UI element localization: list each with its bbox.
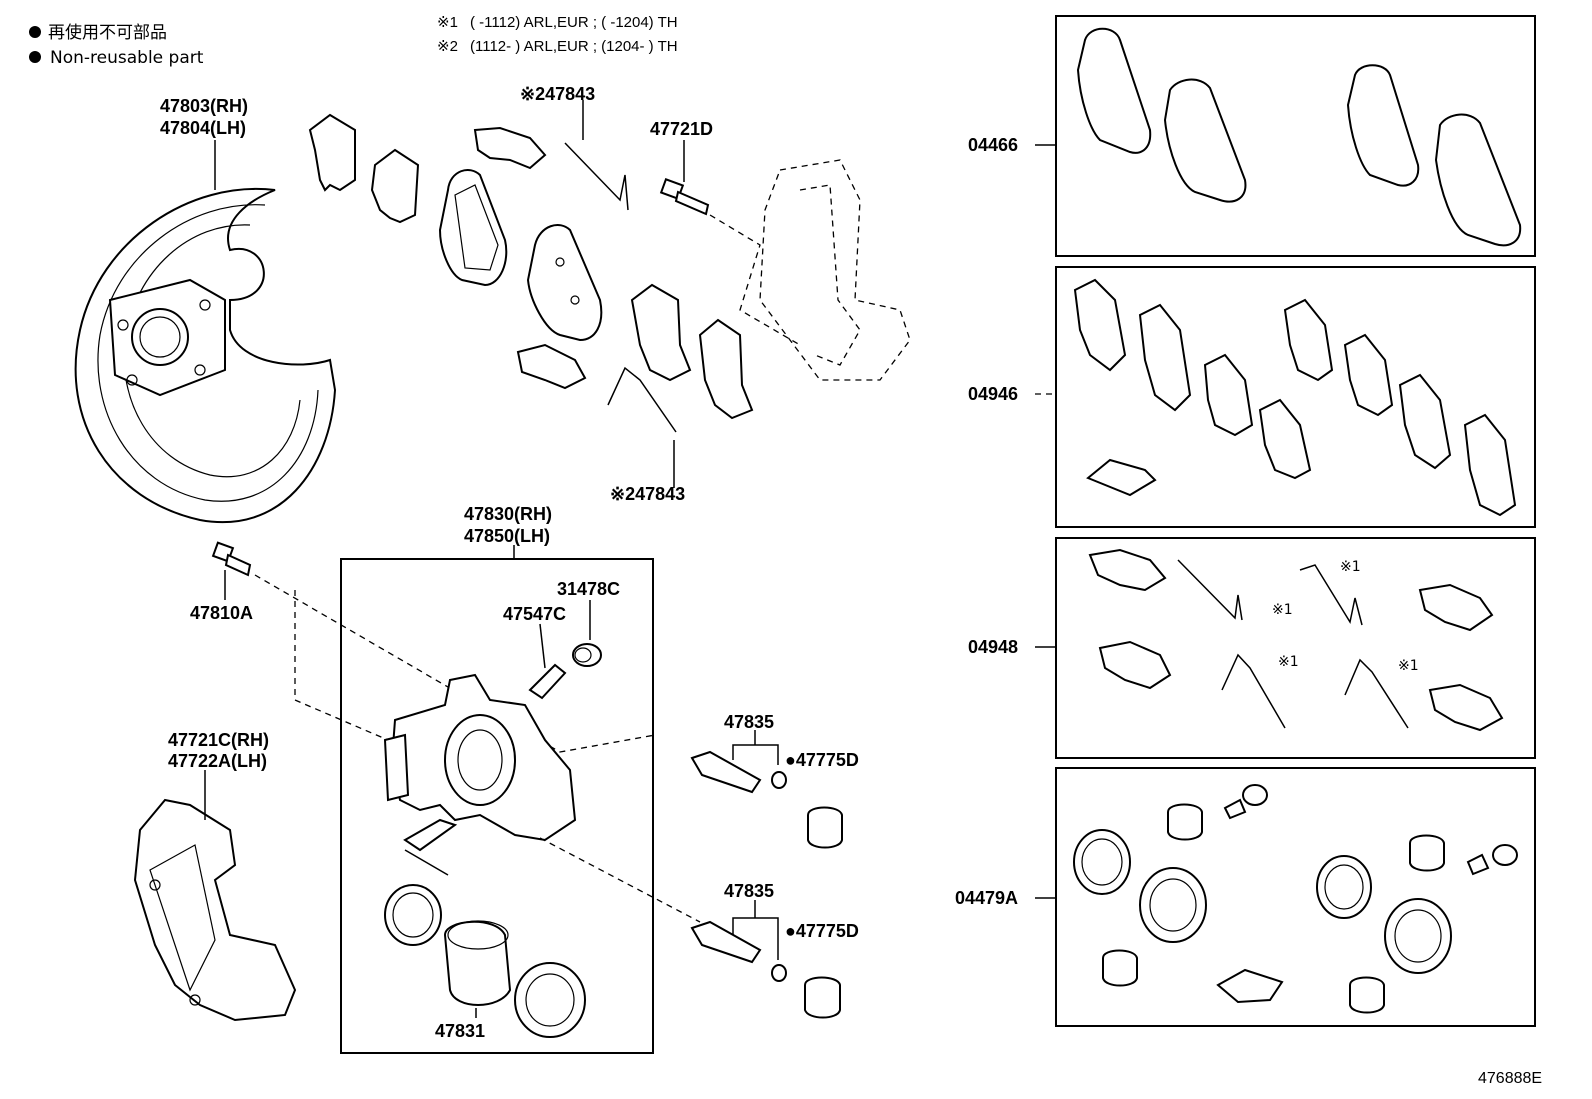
kit-marker-3: ※1 [1278, 654, 1299, 670]
label-47843-top: ※247843 [520, 84, 595, 104]
kit-box-04479a [1055, 767, 1536, 1027]
label-47547c: 47547C [503, 604, 566, 624]
kit-marker-1: ※1 [1272, 602, 1293, 618]
kit-code-04466: 04466 [968, 135, 1018, 155]
applicability-notes: ※1 ( -1112) ARL,EUR ; ( -1204) TH ※2 (11… [437, 14, 678, 55]
diagram-code: 476888E [1478, 1070, 1542, 1087]
legend-en-label: Non-reusable part [50, 48, 204, 68]
clip-and-spring-kit-04948 [1088, 548, 1504, 732]
piston-and-seals [384, 884, 586, 1038]
kit-code-04479a: 04479A [955, 888, 1018, 908]
label-47803-rh: 47803(RH) [160, 96, 248, 116]
dust-shield [74, 140, 337, 524]
label-47775d-lower: ●47775D [785, 921, 859, 941]
note-2-text: (1112- ) ARL,EUR ; (1204- ) TH [470, 38, 678, 55]
bleeder-cap-and-plug [528, 600, 602, 700]
caliper-assembly-box [340, 558, 654, 1054]
label-47835-upper: 47835 [724, 712, 774, 732]
bleeder-screw [211, 541, 656, 753]
seal-kit-04479a [1073, 784, 1518, 1014]
pad-springs [564, 100, 677, 488]
label-47721c-rh: 47721C(RH) [168, 730, 269, 750]
label-47722a-lh: 47722A(LH) [168, 751, 267, 771]
slide-pins [690, 730, 843, 1019]
note-1-text: ( -1112) ARL,EUR ; ( -1204) TH [470, 14, 678, 31]
non-reusable-dot-icon [29, 51, 41, 63]
note-1-mark: ※1 [437, 14, 458, 31]
label-47843-bottom: ※247843 [610, 484, 685, 504]
caliper-mount-outline [759, 159, 911, 381]
label-47775d-upper: ●47775D [785, 750, 859, 770]
kit-box-04466 [1055, 15, 1536, 257]
note-2-mark: ※2 [437, 38, 458, 55]
label-47831: 47831 [435, 1021, 485, 1041]
kit-code-04948: 04948 [968, 637, 1018, 657]
label-47850-lh: 47850(LH) [464, 526, 550, 546]
caliper-body [383, 673, 701, 923]
kit-marker-4: ※1 [1398, 658, 1419, 674]
pad-support-clips [473, 126, 587, 390]
caliper-mount [133, 770, 297, 1022]
non-reusable-dot-icon [29, 26, 41, 38]
label-47804-lh: 47804(LH) [160, 118, 246, 138]
label-31478c: 31478C [557, 579, 620, 599]
mounting-bolt [659, 140, 801, 346]
kit-box-04948 [1055, 537, 1536, 759]
shim-kit-04946 [1073, 278, 1517, 517]
legend-jp-label: 再使用不可部品 [48, 22, 167, 43]
kit-marker-2: ※1 [1340, 559, 1361, 575]
label-47835-lower: 47835 [724, 881, 774, 901]
legend: 再使用不可部品 Non-reusable part [29, 22, 204, 68]
anti-squeal-shims-top [308, 113, 754, 420]
label-47721d: 47721D [650, 119, 713, 139]
kit-code-04946: 04946 [968, 384, 1018, 404]
kit-box-04946 [1055, 266, 1536, 528]
label-47810a: 47810A [190, 603, 253, 623]
label-47830-rh: 47830(RH) [464, 504, 552, 524]
brake-pads-kit-04466 [1076, 27, 1522, 247]
